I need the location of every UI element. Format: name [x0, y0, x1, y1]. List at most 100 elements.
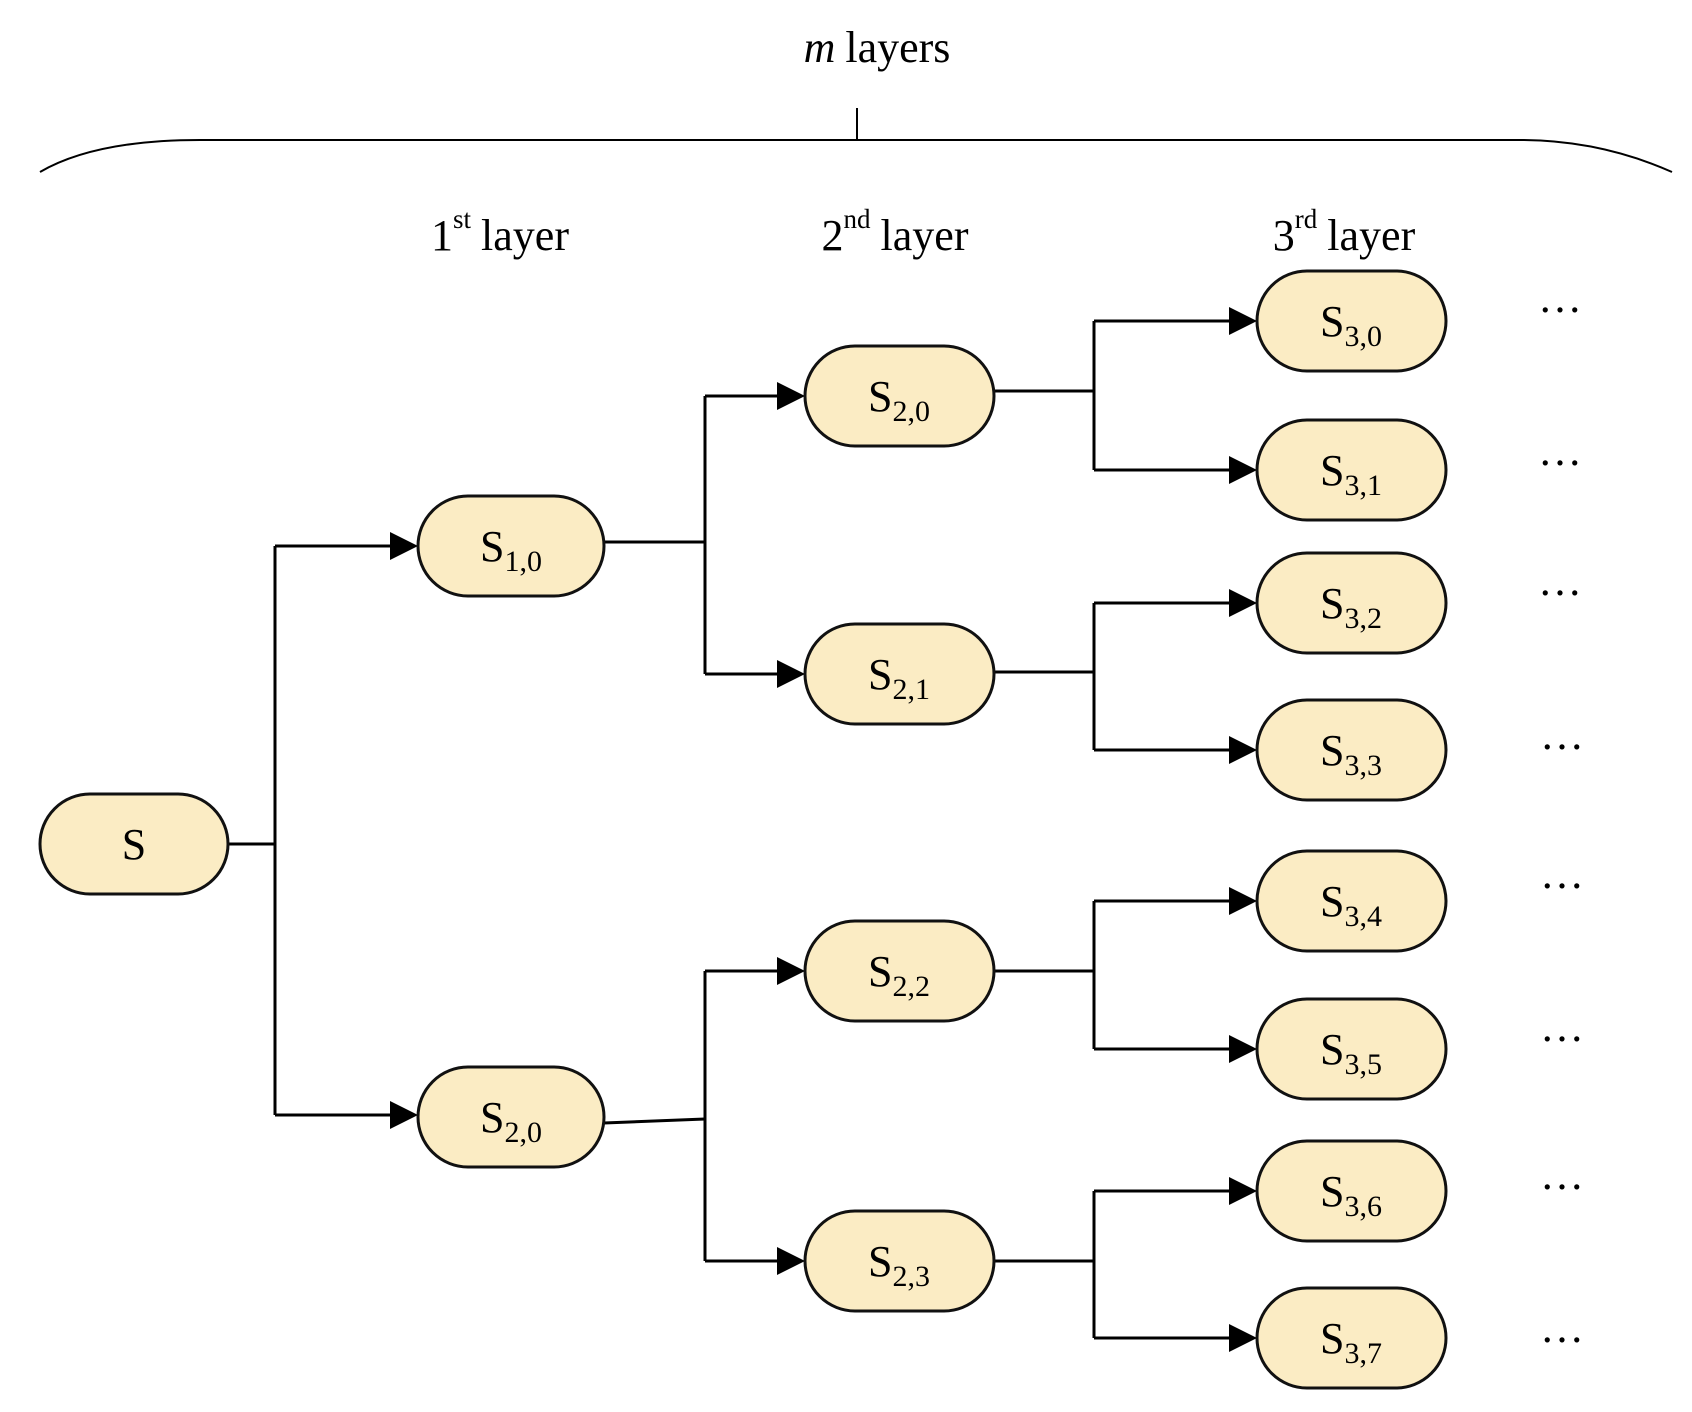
node-main-label: S: [868, 372, 892, 421]
node-subscript: 3,0: [1344, 320, 1382, 353]
arrowhead: [777, 1247, 805, 1275]
arrowhead: [1229, 307, 1257, 335]
ellipsis: …: [1538, 273, 1586, 322]
arrowhead: [390, 532, 418, 560]
layer-ordinal-suffix: rd: [1295, 204, 1318, 234]
node-layer3-3: S3,3: [1255, 698, 1448, 802]
layer-number: 3: [1273, 211, 1295, 260]
node-box: [1255, 269, 1448, 373]
node-main-label: S: [1320, 877, 1344, 926]
node-subscript: 3,4: [1344, 900, 1382, 933]
node-box: [803, 344, 996, 448]
ellipsis: …: [1540, 1002, 1588, 1051]
node-layer1-1: S2,0: [416, 1065, 606, 1169]
arrowhead: [390, 1101, 418, 1129]
node-box: [1255, 551, 1448, 655]
arrowhead: [777, 660, 805, 688]
node-box: [1255, 1139, 1448, 1243]
arrowhead: [1229, 1324, 1257, 1352]
node-label: S3,6: [1320, 1167, 1382, 1223]
node-label: S3,2: [1320, 579, 1382, 635]
node-main-label: S: [1320, 1314, 1344, 1363]
node-box: [1255, 698, 1448, 802]
node-subscript: 3,5: [1344, 1048, 1382, 1081]
node-box: [1255, 849, 1448, 953]
continuation-ellipses: … … … … … … … …: [1538, 273, 1588, 1352]
node-main-label: S: [1320, 1025, 1344, 1074]
layer-word: layer: [1327, 211, 1415, 260]
node-label: S3,4: [1320, 877, 1382, 933]
node-root: S: [38, 792, 230, 896]
arrowhead: [1229, 1177, 1257, 1205]
connectors-layer1: [603, 382, 805, 1275]
node-layer2-0: S2,0: [803, 344, 996, 448]
node-box: [803, 622, 996, 726]
node-subscript: 3,6: [1344, 1190, 1382, 1223]
node-label: S3,3: [1320, 726, 1382, 782]
node-main-label: S: [868, 947, 892, 996]
ellipsis: …: [1540, 710, 1588, 759]
ellipsis: …: [1538, 426, 1586, 475]
layer-ordinal-suffix: nd: [844, 204, 872, 234]
layers-brace: [39, 108, 1673, 173]
node-main-label: S: [1320, 297, 1344, 346]
node-subscript: 2,0: [892, 395, 930, 428]
arrowhead: [1229, 887, 1257, 915]
layer-ordinal-suffix: st: [453, 204, 472, 234]
arrowhead: [1229, 736, 1257, 764]
node-subscript: 3,1: [1344, 469, 1382, 502]
node-subscript: 2,0: [504, 1116, 542, 1149]
node-label: S3,0: [1320, 297, 1382, 353]
node-box: [1255, 997, 1448, 1101]
node-label: S2,0: [480, 1093, 542, 1149]
node-main-label: S: [1320, 726, 1344, 775]
node-main-label: S: [1320, 579, 1344, 628]
node-subscript: 2,3: [892, 1260, 930, 1293]
node-label: S: [122, 820, 146, 869]
node-layer3-2: S3,2: [1255, 551, 1448, 655]
node-main-label: S: [1320, 1167, 1344, 1216]
arrowhead: [1229, 589, 1257, 617]
arrowhead: [777, 957, 805, 985]
node-label: S2,2: [868, 947, 930, 1003]
node-layer3-6: S3,6: [1255, 1139, 1448, 1243]
node-subscript: 3,7: [1344, 1337, 1382, 1370]
layer-number: 1: [431, 211, 453, 260]
ellipsis: …: [1538, 556, 1586, 605]
connectors-layer2: [994, 307, 1257, 1352]
node-subscript: 3,2: [1344, 602, 1382, 635]
node-subscript: 2,2: [892, 970, 930, 1003]
layer-word: layer: [881, 211, 969, 260]
node-layer3-0: S3,0: [1255, 269, 1448, 373]
node-label: S3,1: [1320, 446, 1382, 502]
node-subscript: 3,3: [1344, 749, 1382, 782]
node-box: [1255, 418, 1448, 522]
node-layer2-3: S2,3: [803, 1209, 996, 1313]
ellipsis: …: [1540, 1303, 1588, 1352]
arrowhead: [777, 382, 805, 410]
node-layer3-7: S3,7: [1255, 1286, 1448, 1390]
node-subscript: 1,0: [504, 545, 542, 578]
arrowhead: [1229, 456, 1257, 484]
node-label: S3,5: [1320, 1025, 1382, 1081]
layers-word: layers: [845, 23, 950, 72]
connectors-root: [228, 532, 418, 1129]
node-main-label: S: [480, 1093, 504, 1142]
node-label: S2,1: [868, 650, 930, 706]
node-box: [1255, 1286, 1448, 1390]
node-layer3-4: S3,4: [1255, 849, 1448, 953]
node-label: S2,0: [868, 372, 930, 428]
arrowhead: [1229, 1035, 1257, 1063]
ellipsis: …: [1540, 1150, 1588, 1199]
node-layer2-1: S2,1: [803, 622, 996, 726]
node-main-label: S: [868, 650, 892, 699]
node-label: S2,3: [868, 1237, 930, 1293]
node-layer3-5: S3,5: [1255, 997, 1448, 1101]
node-label: S1,0: [480, 522, 542, 578]
node-main-label: S: [868, 1237, 892, 1286]
ellipsis: …: [1540, 849, 1588, 898]
